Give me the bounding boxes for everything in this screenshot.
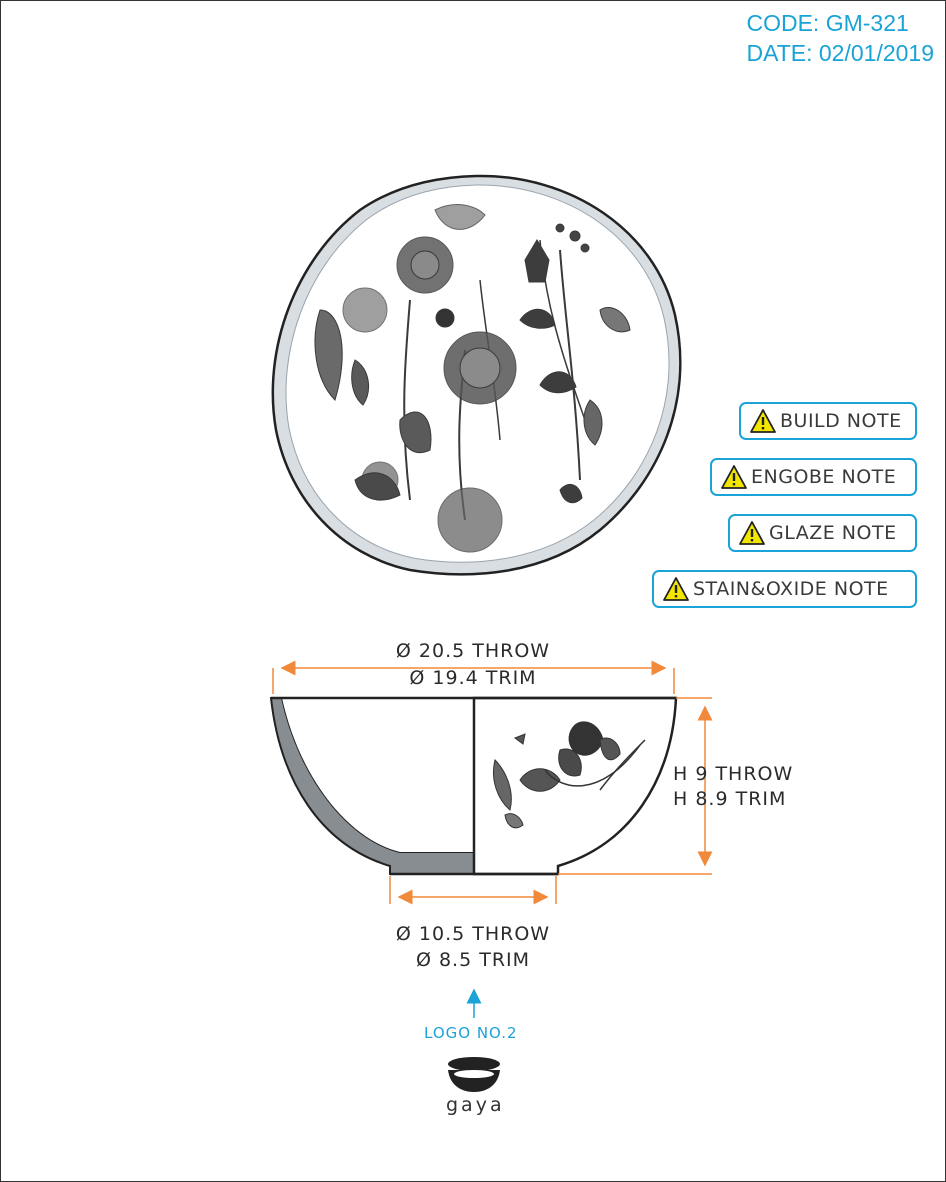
diameter-trim-label: Ø 19.4 TRIM [409,667,537,689]
engobe-note-label: ENGOBE NOTE [751,466,897,488]
stain-oxide-note-label: STAIN&OXIDE NOTE [693,578,889,600]
product-code: CODE: GM-321 [746,10,909,36]
drawing-date: DATE: 02/01/2019 [746,40,934,66]
glaze-note-label: GLAZE NOTE [769,522,897,544]
header-info: CODE: GM-321 DATE: 02/01/2019 [746,8,934,68]
build-note[interactable]: BUILD NOTE [739,402,917,440]
stain-oxide-note[interactable]: STAIN&OXIDE NOTE [652,570,917,608]
gaya-logo-icon [448,1057,500,1092]
height-trim-label: H 8.9 TRIM [673,788,787,810]
floral-pattern [314,204,631,553]
logo-label: LOGO NO.2 [424,1024,518,1042]
build-note-label: BUILD NOTE [780,410,902,432]
diameter-throw-label: Ø 20.5 THROW [395,640,551,662]
warning-icon [663,577,689,601]
brand-name: gaya [446,1094,505,1116]
foot-throw-label: Ø 10.5 THROW [395,923,551,945]
warning-icon [721,465,747,489]
warning-icon [739,521,765,545]
warning-icon [750,409,776,433]
foot-trim-label: Ø 8.5 TRIM [415,949,531,971]
glaze-note[interactable]: GLAZE NOTE [728,514,917,552]
engobe-note[interactable]: ENGOBE NOTE [710,458,917,496]
height-throw-label: H 9 THROW [673,763,794,785]
side-floral-pattern [493,721,646,829]
